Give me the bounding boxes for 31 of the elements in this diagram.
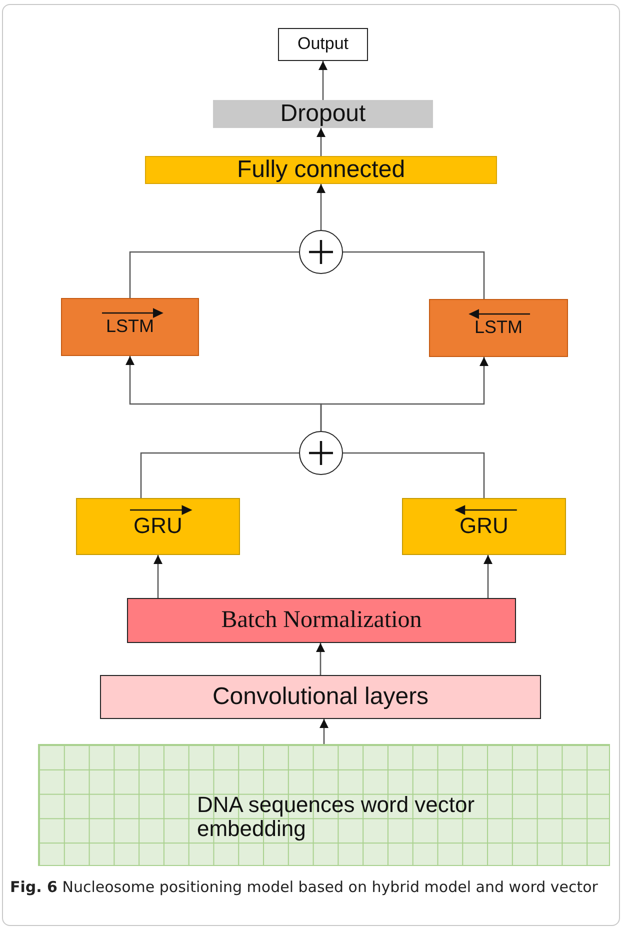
layer-label: LSTM	[106, 316, 154, 336]
arrow	[154, 555, 162, 598]
layer-label: DNA sequences word vector embedding	[197, 792, 475, 842]
convolution-layer-box	[100, 675, 541, 719]
arrow	[316, 184, 326, 230]
gru-box	[402, 498, 566, 555]
layer-label: Fully connected	[236, 156, 406, 183]
lstm-box	[429, 299, 568, 357]
arrow	[484, 555, 492, 598]
arrow	[320, 719, 328, 744]
arrow	[316, 128, 326, 156]
layer-label: GRU	[134, 513, 182, 538]
dense-layer-box	[145, 156, 497, 184]
sum-circle	[299, 431, 343, 475]
figure-caption: Fig. 6 Nucleosome positioning model based on hybrid model and word vector	[10, 877, 599, 898]
layer-label: LSTM	[474, 317, 522, 338]
sum-circle	[299, 230, 343, 274]
embedding-grid	[38, 744, 610, 866]
gru-box	[76, 498, 240, 555]
layer-label: GRU	[460, 513, 508, 538]
layer-label: Convolutional layers	[212, 682, 429, 710]
dropout-layer-box	[213, 100, 433, 128]
layer-label: Dropout	[280, 100, 366, 127]
arrow	[318, 61, 328, 100]
arrow	[320, 357, 488, 431]
lstm-box	[61, 298, 199, 356]
layer-label: Batch Normalization	[221, 607, 422, 634]
layer-label: Output	[297, 34, 349, 54]
output-box	[278, 28, 368, 61]
arrow	[316, 643, 325, 675]
normalization-layer-box	[127, 598, 516, 643]
